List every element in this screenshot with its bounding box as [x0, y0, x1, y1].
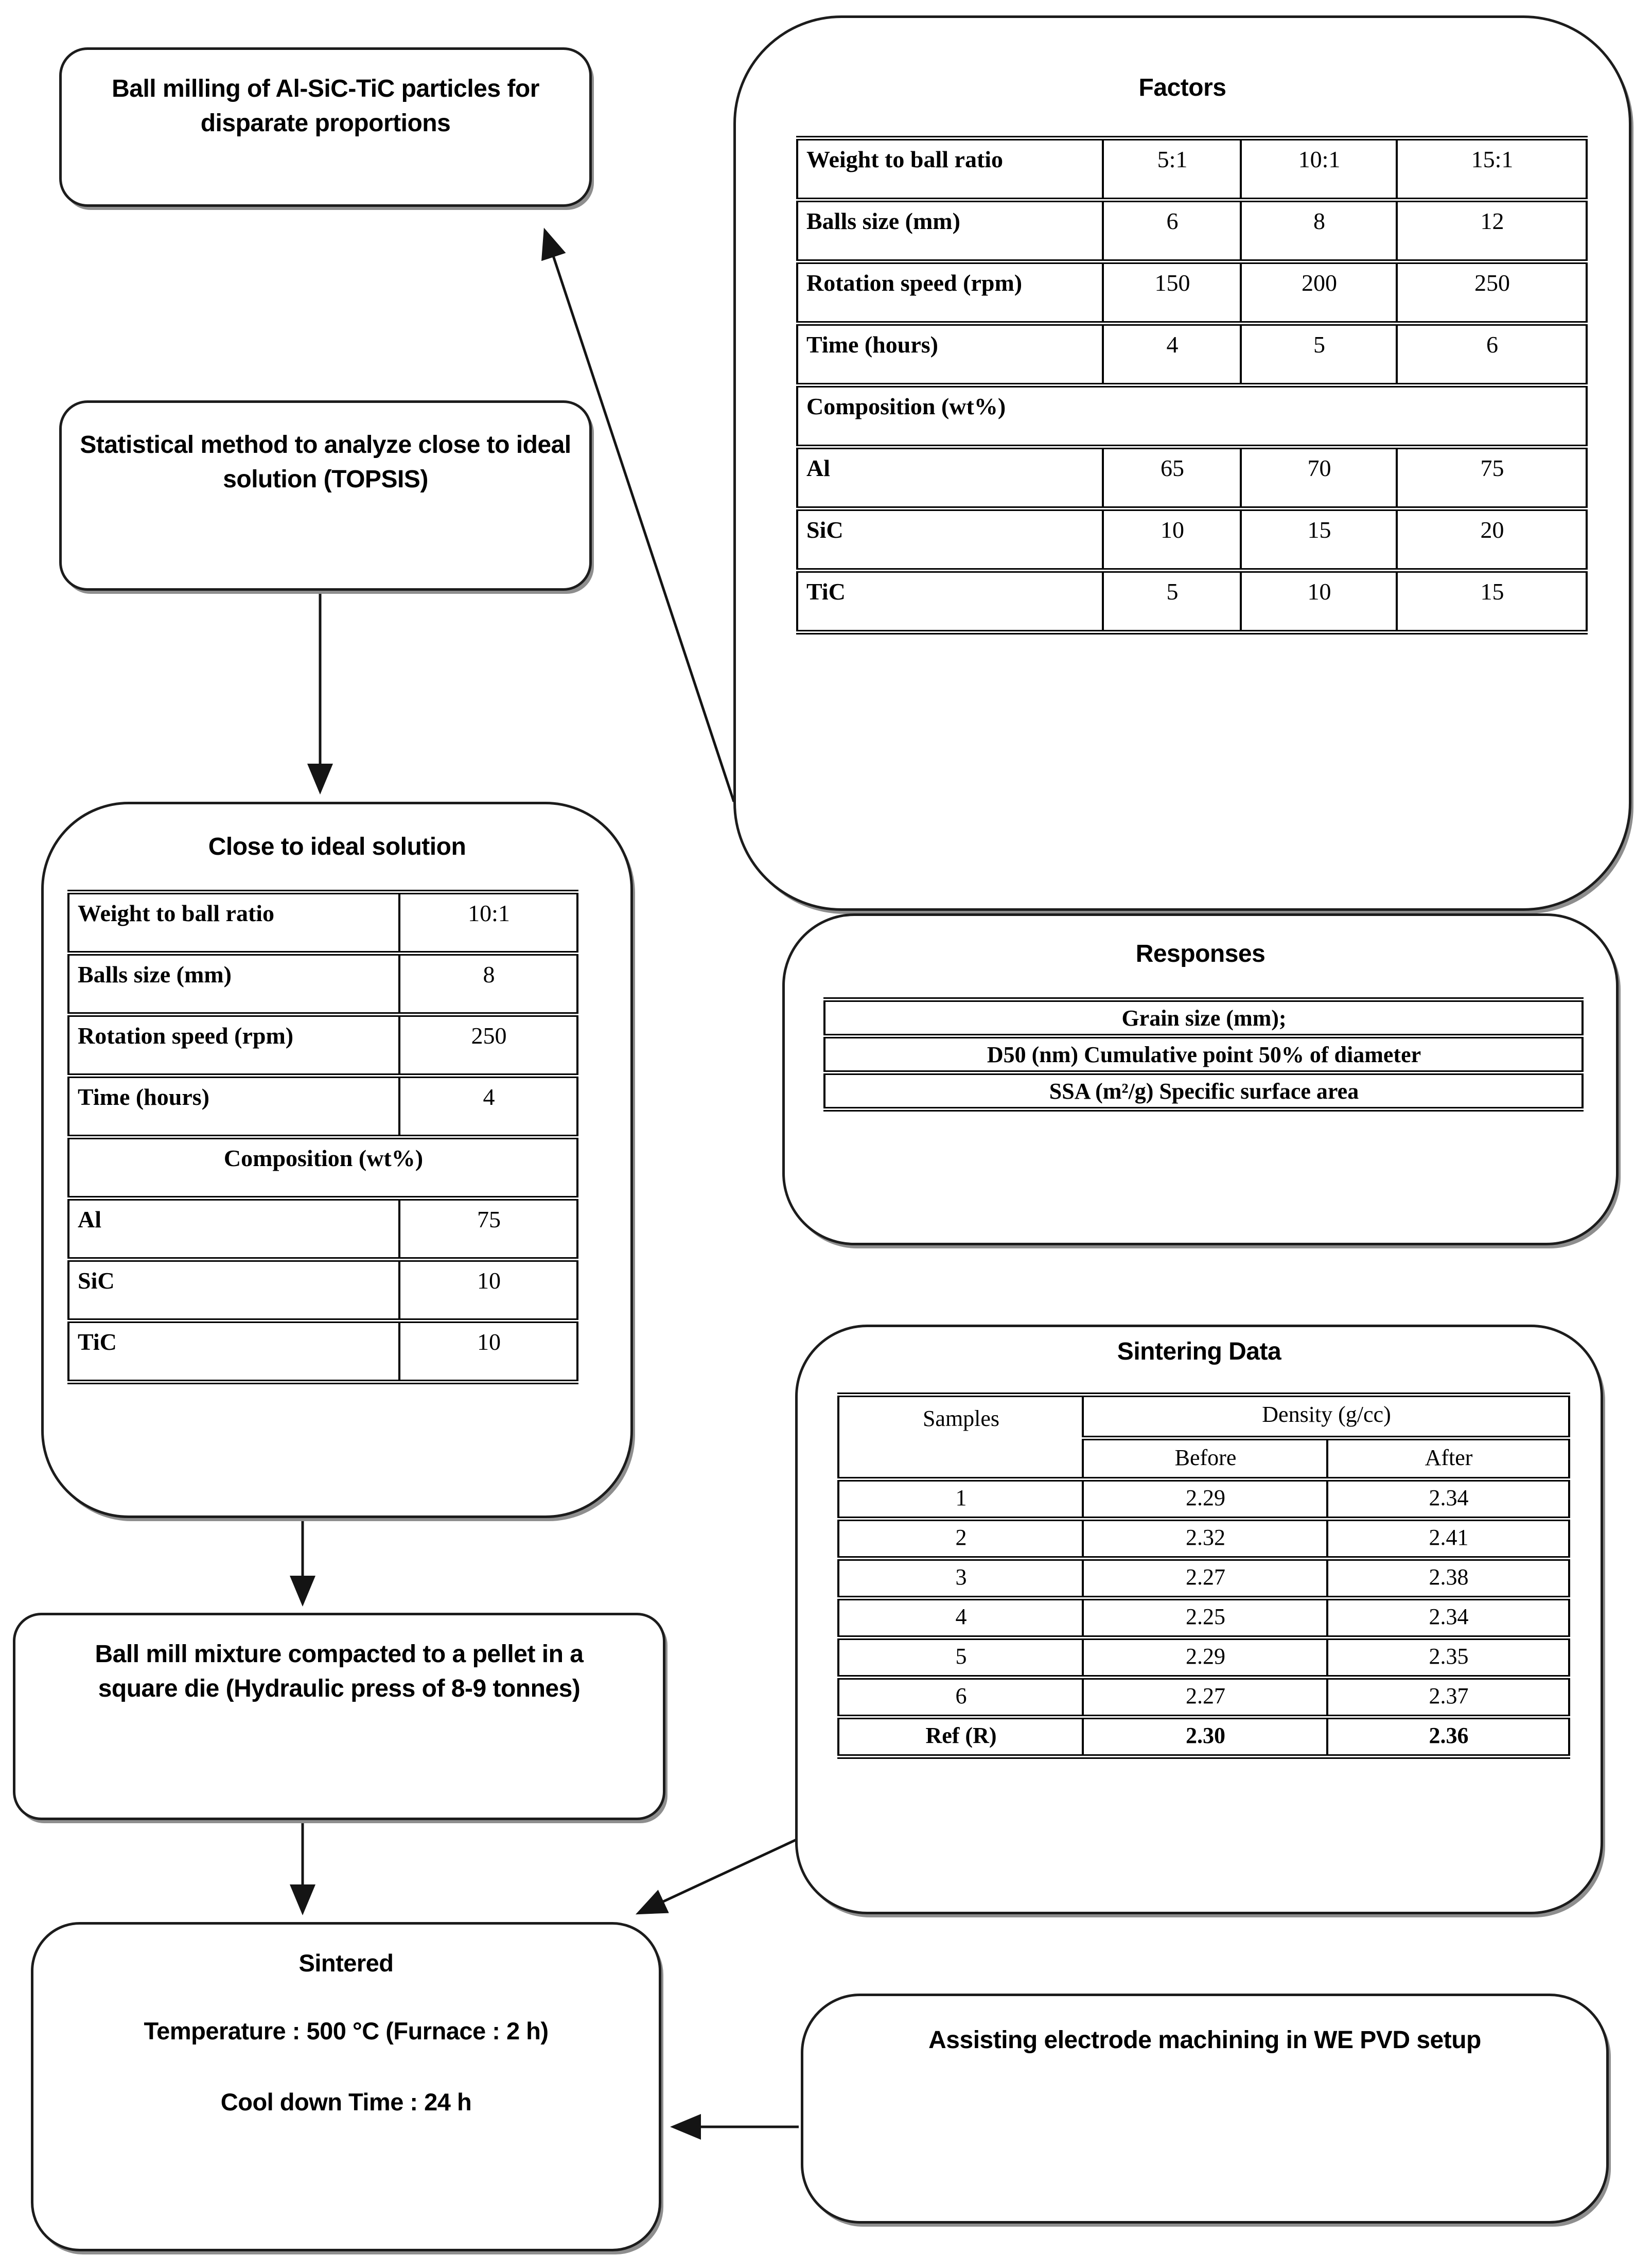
close-ideal-row-value: 4	[398, 1073, 578, 1137]
sintered-cooldown-line: Cool down Time : 24 h	[220, 2088, 472, 2116]
sintering-sample: Ref (R)	[837, 1715, 1084, 1759]
sintering-before: 2.30	[1082, 1715, 1328, 1759]
close-ideal-row-value: 75	[398, 1196, 578, 1260]
ball-milling-box: Ball milling of Al-SiC-TiC particles for…	[59, 47, 592, 207]
sintering-sample: 5	[837, 1635, 1084, 1678]
sintering-col-before: Before	[1082, 1436, 1328, 1479]
sintering-sample: 4	[837, 1596, 1084, 1638]
factors-table: Weight to ball ratio 5:1 10:1 15:1 Balls…	[796, 136, 1588, 634]
sintering-title: Sintering Data	[1117, 1338, 1281, 1365]
sintering-col-density: Density (g/cc)	[1082, 1393, 1570, 1438]
sintering-sample: 1	[837, 1477, 1084, 1519]
assisting-electrode-box: Assisting electrode machining in WE PVD …	[801, 1994, 1609, 2224]
close-ideal-row-value: 250	[398, 1012, 578, 1076]
factors-value: 5	[1102, 568, 1242, 634]
sintering-before: 2.29	[1082, 1477, 1328, 1519]
sintering-before: 2.32	[1082, 1517, 1328, 1559]
sintering-after: 2.41	[1326, 1517, 1570, 1559]
factors-value: 5:1	[1102, 136, 1242, 200]
factors-row-label: Al	[796, 445, 1104, 509]
sintered-box: Sintered Temperature : 500 °C (Furnace :…	[31, 1922, 661, 2251]
factors-value: 15	[1396, 568, 1588, 634]
sintering-before: 2.27	[1082, 1675, 1328, 1717]
sintering-after: 2.37	[1326, 1675, 1570, 1717]
factors-value: 15	[1240, 506, 1398, 571]
factors-value: 250	[1396, 259, 1588, 324]
responses-row: Grain size (mm);	[823, 997, 1584, 1036]
sintering-table: Samples Density (g/cc) Before After 1 2.…	[837, 1393, 1570, 1759]
sintering-sample: 2	[837, 1517, 1084, 1559]
arrow-factors-to-ball-milling	[541, 227, 735, 802]
sintering-col-samples: Samples	[837, 1393, 1084, 1479]
factors-title: Factors	[1138, 74, 1226, 101]
factors-row-label: Balls size (mm)	[796, 198, 1104, 262]
factors-value: 10	[1102, 506, 1242, 571]
factors-row-label: SiC	[796, 506, 1104, 571]
close-ideal-row-label: TiC	[67, 1318, 400, 1384]
responses-title: Responses	[1135, 940, 1266, 967]
responses-table: Grain size (mm); D50 (nm) Cumulative poi…	[823, 997, 1584, 1112]
sintered-title: Sintered	[298, 1949, 394, 1977]
sintering-before: 2.25	[1082, 1596, 1328, 1638]
statistical-method-box: Statistical method to analyze close to i…	[59, 400, 592, 591]
responses-row: D50 (nm) Cumulative point 50% of diamete…	[823, 1034, 1584, 1073]
factors-value: 12	[1396, 198, 1588, 262]
close-ideal-row-label: Al	[67, 1196, 400, 1260]
close-ideal-row-value: 10:1	[398, 890, 578, 954]
assisting-electrode-label: Assisting electrode machining in WE PVD …	[928, 2026, 1481, 2054]
close-ideal-row-value: 8	[398, 951, 578, 1015]
close-ideal-row-label: Weight to ball ratio	[67, 890, 400, 954]
close-ideal-row-value: 10	[398, 1318, 578, 1384]
factors-value: 150	[1102, 259, 1242, 324]
close-ideal-composition-header: Composition (wt%)	[67, 1135, 578, 1198]
factors-row-label: Time (hours)	[796, 321, 1104, 385]
factors-value: 10	[1240, 568, 1398, 634]
sintering-before: 2.27	[1082, 1556, 1328, 1598]
close-ideal-row-label: Balls size (mm)	[67, 951, 400, 1015]
sintering-after: 2.34	[1326, 1596, 1570, 1638]
factors-value: 4	[1102, 321, 1242, 385]
factors-value: 5	[1240, 321, 1398, 385]
arrow-sintering-to-sintered	[635, 1836, 803, 1915]
sintering-col-after: After	[1326, 1436, 1570, 1479]
sintering-after: 2.35	[1326, 1635, 1570, 1678]
close-ideal-row-label: Rotation speed (rpm)	[67, 1012, 400, 1076]
factors-value: 75	[1396, 445, 1588, 509]
factors-value: 20	[1396, 506, 1588, 571]
mixture-box: Ball mill mixture compacted to a pellet …	[13, 1613, 665, 1820]
factors-value: 6	[1396, 321, 1588, 385]
sintered-temperature-line: Temperature : 500 °C (Furnace : 2 h)	[144, 2017, 549, 2044]
ball-milling-label: Ball milling of Al-SiC-TiC particles for…	[112, 75, 539, 137]
factors-value: 15:1	[1396, 136, 1588, 200]
sintering-after: 2.36	[1326, 1715, 1570, 1759]
sintering-sample: 3	[837, 1556, 1084, 1598]
sintering-after: 2.34	[1326, 1477, 1570, 1519]
factors-value: 8	[1240, 198, 1398, 262]
close-ideal-row-label: SiC	[67, 1257, 400, 1321]
sintering-sample: 6	[837, 1675, 1084, 1717]
factors-value: 70	[1240, 445, 1398, 509]
sintering-before: 2.29	[1082, 1635, 1328, 1678]
factors-value: 6	[1102, 198, 1242, 262]
factors-row-label: TiC	[796, 568, 1104, 634]
factors-value: 10:1	[1240, 136, 1398, 200]
factors-composition-header: Composition (wt%)	[796, 383, 1588, 447]
close-ideal-title: Close to ideal solution	[208, 833, 466, 860]
close-ideal-row-label: Time (hours)	[67, 1073, 400, 1137]
factors-value: 65	[1102, 445, 1242, 509]
factors-value: 200	[1240, 259, 1398, 324]
sintering-after: 2.38	[1326, 1556, 1570, 1598]
factors-row-label: Rotation speed (rpm)	[796, 259, 1104, 324]
statistical-method-label: Statistical method to analyze close to i…	[80, 431, 571, 494]
mixture-label: Ball mill mixture compacted to a pellet …	[95, 1641, 584, 1703]
responses-row: SSA (m²/g) Specific surface area	[823, 1070, 1584, 1112]
close-ideal-row-value: 10	[398, 1257, 578, 1321]
factors-row-label: Weight to ball ratio	[796, 136, 1104, 200]
